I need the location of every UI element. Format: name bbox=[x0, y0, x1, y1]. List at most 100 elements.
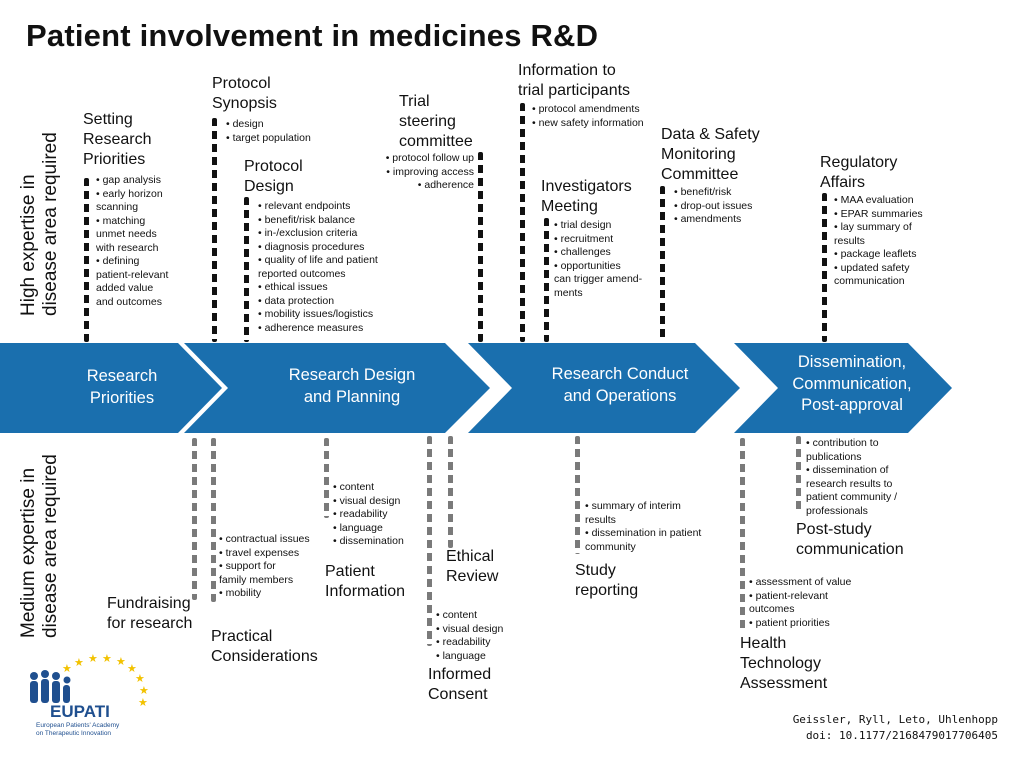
citation-authors: Geissler, Ryll, Leto, Uhlenhopp bbox=[792, 713, 998, 726]
heading-line: Patient bbox=[325, 563, 375, 580]
bullet-item: • updated safety bbox=[834, 261, 910, 274]
bullet-item: • visual design bbox=[333, 494, 401, 507]
connector-patient-information bbox=[324, 438, 329, 518]
heading-line: Informed bbox=[428, 666, 492, 683]
bullets-practical-considerations: • contractual issues • travel expenses •… bbox=[219, 533, 310, 601]
svg-text:★: ★ bbox=[62, 662, 72, 675]
bullet-item: • mobility bbox=[219, 587, 262, 599]
bullet-item: • design bbox=[226, 118, 264, 130]
heading-post-study: Post-study communication bbox=[796, 520, 904, 560]
bullet-item: • package leaflets bbox=[834, 248, 917, 260]
stage-label-line: Post-approval bbox=[801, 396, 903, 414]
heading-line: Protocol bbox=[244, 158, 303, 175]
connector-information-participants bbox=[520, 103, 525, 342]
heading-line: Setting bbox=[83, 111, 133, 128]
axis-label-medium-expertise: Medium expertise in disease area require… bbox=[18, 454, 62, 638]
axis-label-line: disease area required bbox=[40, 132, 61, 316]
bullet-item: with research bbox=[96, 241, 159, 254]
axis-label-line: High expertise in bbox=[18, 174, 39, 316]
bullet-item: • protocol follow up bbox=[385, 152, 474, 164]
heading-hta: Health Technology Assessment bbox=[740, 634, 827, 694]
heading-line: Study bbox=[575, 562, 616, 579]
bullet-item: and outcomes bbox=[96, 295, 162, 308]
bullet-item: reported outcomes bbox=[258, 267, 346, 280]
heading-line: steering bbox=[399, 113, 456, 130]
heading-protocol-synopsis: Protocol Synopsis bbox=[212, 74, 277, 114]
svg-text:★: ★ bbox=[135, 672, 145, 685]
bullets-trial-steering-committee: • protocol follow up • improving access … bbox=[360, 152, 474, 193]
stage-label-line: and Operations bbox=[563, 386, 677, 405]
bullets-informed-consent: • content • visual design • readability … bbox=[436, 609, 503, 663]
svg-text:★: ★ bbox=[139, 684, 149, 697]
connector-investigators-meeting bbox=[544, 218, 549, 342]
bullet-item: • new safety information bbox=[532, 116, 644, 129]
process-arrows bbox=[0, 343, 952, 433]
bullet-item: family members bbox=[219, 573, 294, 586]
heading-line: for research bbox=[107, 615, 193, 632]
bullet-item: can trigger amend- bbox=[554, 273, 643, 285]
bullet-item: • dissemination of bbox=[806, 464, 889, 476]
heading-line: Meeting bbox=[541, 198, 598, 215]
heading-line: Review bbox=[446, 568, 499, 585]
bullet-item: • adherence bbox=[417, 179, 474, 191]
bullet-item: • language bbox=[333, 521, 383, 534]
connector-practical-considerations bbox=[211, 438, 216, 602]
bullet-item: added value bbox=[96, 282, 154, 294]
svg-text:★: ★ bbox=[74, 656, 84, 669]
stage-label-line: Dissemination, bbox=[797, 353, 907, 371]
bullet-item: • benefit/risk balance bbox=[258, 213, 356, 226]
heading-line: Technology bbox=[740, 655, 821, 672]
bullet-item: • readability bbox=[436, 636, 491, 648]
svg-text:★: ★ bbox=[138, 696, 148, 709]
heading-line: Health bbox=[740, 635, 787, 652]
heading-information-participants: Information to trial participants bbox=[518, 61, 630, 101]
heading-practical-considerations: Practical Considerations bbox=[211, 627, 318, 667]
bullet-item: • drop-out issues bbox=[674, 199, 753, 212]
bullets-post-study: • contribution to publications • dissemi… bbox=[806, 437, 897, 518]
bullet-item: • challenges bbox=[554, 246, 611, 258]
bullet-item: • readability bbox=[333, 508, 388, 520]
bullet-item: scanning bbox=[96, 201, 139, 213]
bullet-item: • dissemination bbox=[333, 535, 404, 547]
svg-text:★: ★ bbox=[88, 652, 98, 665]
heading-line: Fundraising bbox=[107, 595, 191, 612]
svg-text:★: ★ bbox=[102, 652, 112, 665]
eupati-logo-icon: ★ ★ ★ ★ ★ ★ ★ ★ ★ bbox=[30, 652, 149, 709]
heading-fundraising: Fundraising for research bbox=[107, 594, 192, 634]
axis-label-high-expertise: High expertise in disease area required bbox=[18, 132, 62, 316]
stage-label-research-conduct: Research Conduct and Operations bbox=[528, 364, 712, 407]
bullets-information-participants: • protocol amendments • new safety infor… bbox=[532, 103, 644, 130]
connector-fundraising bbox=[192, 438, 197, 600]
connector-regulatory-affairs bbox=[822, 193, 827, 342]
bullets-patient-information: • content • visual design • readability … bbox=[333, 481, 404, 549]
heading-line: Regulatory bbox=[820, 154, 898, 171]
bullets-regulatory-affairs: • MAA evaluation • EPAR summaries • lay … bbox=[834, 194, 923, 289]
logo-subtitle-line: European Patients' Academy bbox=[36, 722, 120, 729]
bullet-item: • support for bbox=[219, 560, 276, 572]
citation: Geissler, Ryll, Leto, Uhlenhopp doi: 10.… bbox=[793, 712, 998, 744]
heading-line: Practical bbox=[211, 628, 273, 645]
bullet-item: publications bbox=[806, 450, 862, 463]
bullet-item: • target population bbox=[226, 131, 311, 144]
bullet-item: • MAA evaluation bbox=[834, 194, 914, 206]
heading-setting-research-priorities: Setting Research Priorities bbox=[83, 110, 151, 170]
bullet-item: • summary of interim bbox=[585, 500, 681, 512]
heading-patient-information: Patient Information bbox=[325, 562, 405, 602]
heading-line: Post-study bbox=[796, 521, 872, 538]
heading-informed-consent: Informed Consent bbox=[428, 665, 491, 705]
bullet-item: professionals bbox=[806, 504, 868, 517]
heading-line: Design bbox=[244, 178, 294, 195]
bullet-item: • contractual issues bbox=[219, 533, 310, 545]
bullet-item: • patient priorities bbox=[749, 616, 830, 629]
stage-arrow-dissemination bbox=[734, 343, 952, 433]
bullets-protocol-design: • relevant endpoints • benefit/risk bala… bbox=[258, 200, 378, 335]
bullet-item: • matching bbox=[96, 214, 146, 227]
logo-subtitle: European Patients' Academy on Therapeuti… bbox=[36, 722, 119, 738]
bullet-item: • assessment of value bbox=[749, 576, 852, 588]
connector-dsmc bbox=[660, 186, 665, 342]
bullet-item: • contribution to bbox=[806, 437, 879, 449]
bullet-item: • quality of life and patient bbox=[258, 254, 378, 266]
heading-line: Data & Safety bbox=[661, 126, 760, 143]
svg-text:★: ★ bbox=[127, 662, 137, 675]
connector-informed-consent bbox=[427, 436, 432, 646]
